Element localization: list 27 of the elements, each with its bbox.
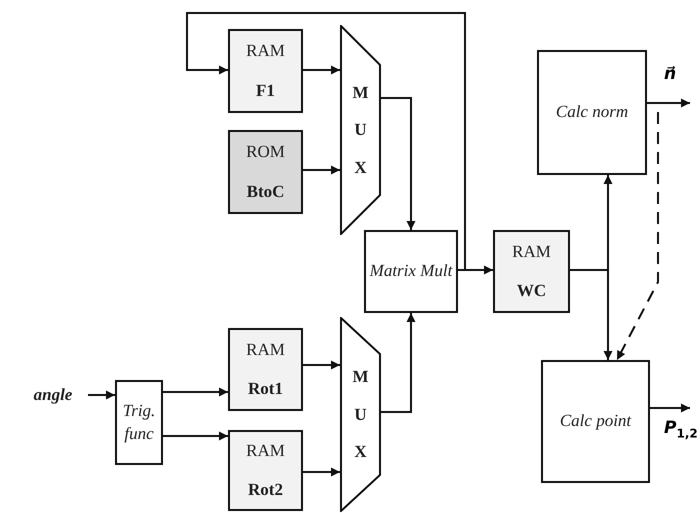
arrow — [88, 390, 115, 400]
ram-block: RAM Rot2 — [228, 430, 303, 511]
arrow — [381, 313, 416, 413]
ram-block: RAM F1 — [228, 29, 303, 113]
arrow — [650, 404, 690, 412]
input-label: angle — [18, 383, 88, 407]
arrow — [186, 12, 466, 271]
arrow — [570, 269, 612, 360]
process-block: Trig. func — [115, 380, 163, 465]
arrow — [381, 97, 416, 230]
process-block: Matrix Mult — [364, 230, 458, 313]
rom-block: ROM BtoC — [228, 130, 303, 214]
arrow — [163, 432, 228, 440]
arrow — [163, 388, 228, 396]
process-block: Calc norm — [537, 50, 647, 175]
multiplexer: M U X — [340, 317, 381, 512]
arrow — [647, 98, 690, 108]
ram-block: RAM Rot1 — [228, 328, 303, 411]
ram-block: RAM WC — [493, 230, 570, 313]
arrow — [303, 468, 340, 476]
multiplexer: M U X — [340, 25, 381, 235]
arrow — [303, 360, 340, 370]
arrow — [303, 66, 340, 74]
edge-label: P$_{1,2}$ — [664, 418, 698, 440]
process-block: Calc point — [541, 360, 650, 483]
edge-label: n⃗ — [664, 64, 676, 84]
arrow — [303, 166, 340, 174]
